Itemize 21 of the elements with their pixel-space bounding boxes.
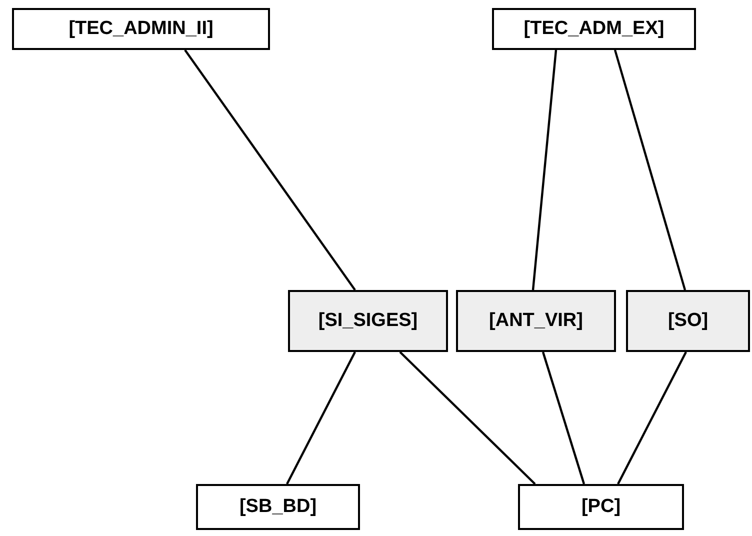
connector-line (614, 50, 686, 290)
process-box (626, 290, 750, 352)
node-label: [SB_BD] (239, 496, 317, 518)
process-box (196, 484, 360, 530)
connector-line (617, 352, 687, 484)
process-box (492, 8, 696, 50)
process-box (456, 290, 616, 352)
connector-line (286, 352, 356, 484)
node-label: [TEC_ADM_EX] (524, 18, 664, 40)
node-label: [PC] (581, 496, 621, 518)
connector-line (399, 351, 536, 485)
process-box (288, 290, 448, 352)
node-label: [SO] (668, 310, 708, 332)
node-label: [SI_SIGES] (318, 310, 418, 332)
connector-line (532, 50, 558, 290)
connector-line (542, 352, 586, 484)
node-label: [TEC_ADMIN_II] (68, 18, 214, 40)
process-box (518, 484, 684, 530)
process-box (12, 8, 270, 50)
connector-line (184, 49, 356, 291)
node-label: [ANT_VIR] (489, 310, 583, 332)
